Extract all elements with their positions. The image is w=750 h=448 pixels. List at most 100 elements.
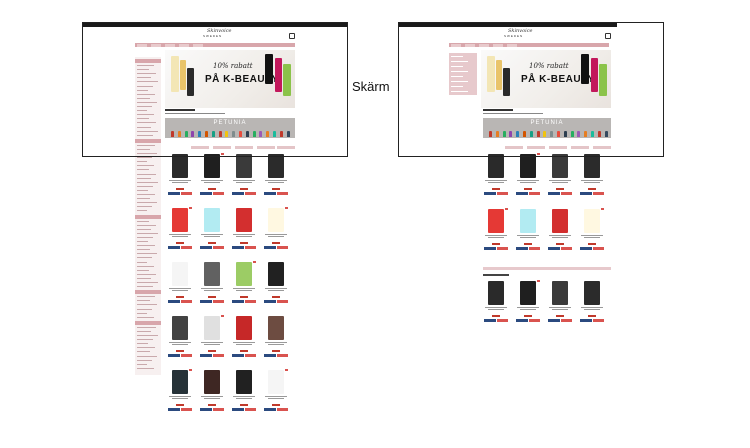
filter-button[interactable] <box>527 146 545 149</box>
sidebar-item[interactable] <box>137 277 151 279</box>
product-card[interactable] <box>483 207 509 251</box>
product-card[interactable] <box>167 152 193 196</box>
buy-button[interactable] <box>232 246 244 249</box>
product-image[interactable] <box>552 209 568 233</box>
product-image[interactable] <box>584 154 600 178</box>
product-image[interactable] <box>236 208 252 232</box>
product-card[interactable] <box>483 152 509 196</box>
product-image[interactable] <box>236 262 252 286</box>
buy-button[interactable] <box>200 300 212 303</box>
sidebar-item[interactable] <box>137 220 149 222</box>
sidebar-item[interactable] <box>137 185 153 187</box>
nav-item[interactable] <box>507 43 517 47</box>
add-to-cart-button[interactable] <box>529 319 540 322</box>
sidebar-item[interactable] <box>137 169 149 171</box>
add-to-cart-button[interactable] <box>245 192 256 195</box>
add-to-cart-button[interactable] <box>245 246 256 249</box>
product-image[interactable] <box>520 209 536 233</box>
product-image[interactable] <box>172 262 188 286</box>
sidebar-item[interactable] <box>137 153 157 154</box>
menu-item[interactable] <box>451 61 468 62</box>
brand-banner[interactable]: PETUNIA <box>483 118 611 138</box>
product-name[interactable] <box>172 344 188 345</box>
product-name[interactable] <box>265 234 287 235</box>
nav-item[interactable] <box>451 43 461 47</box>
buy-button[interactable] <box>264 300 276 303</box>
product-name[interactable] <box>169 180 191 181</box>
menu-item[interactable] <box>451 91 468 92</box>
product-name[interactable] <box>268 236 284 237</box>
sidebar-item[interactable] <box>137 261 147 263</box>
product-name[interactable] <box>520 237 536 238</box>
sidebar-item[interactable] <box>137 339 153 341</box>
product-card[interactable] <box>515 279 541 323</box>
sidebar-item[interactable] <box>137 81 158 83</box>
menu-item[interactable] <box>451 76 463 77</box>
sidebar-item[interactable] <box>137 351 150 353</box>
sidebar-item[interactable] <box>137 326 156 328</box>
product-name[interactable] <box>268 290 284 291</box>
product-name[interactable] <box>488 237 504 238</box>
add-to-cart-button[interactable] <box>213 354 224 357</box>
product-name[interactable] <box>520 182 536 183</box>
product-card[interactable] <box>263 368 289 412</box>
product-name[interactable] <box>265 396 287 397</box>
product-card[interactable] <box>547 279 573 323</box>
product-card[interactable] <box>579 207 605 251</box>
product-image[interactable] <box>268 370 284 394</box>
product-image[interactable] <box>204 208 220 232</box>
buy-button[interactable] <box>168 192 180 195</box>
product-image[interactable] <box>172 316 188 340</box>
sidebar-item[interactable] <box>137 228 151 230</box>
sidebar-item[interactable] <box>137 177 151 179</box>
filter-button[interactable] <box>571 146 589 149</box>
brand-banner[interactable]: PETUNIA <box>165 118 295 138</box>
filter-button[interactable] <box>235 146 253 149</box>
product-card[interactable] <box>263 314 289 358</box>
product-image[interactable] <box>584 281 600 305</box>
add-to-cart-button[interactable] <box>245 300 256 303</box>
buy-button[interactable] <box>516 192 528 195</box>
buy-button[interactable] <box>548 192 560 195</box>
add-to-cart-button[interactable] <box>181 246 192 249</box>
add-to-cart-button[interactable] <box>561 247 572 250</box>
add-to-cart-button[interactable] <box>497 247 508 250</box>
add-to-cart-button[interactable] <box>181 354 192 357</box>
add-to-cart-button[interactable] <box>593 192 604 195</box>
sidebar-item[interactable] <box>137 77 151 79</box>
sidebar-item[interactable] <box>137 118 149 120</box>
buy-button[interactable] <box>264 354 276 357</box>
sidebar-item[interactable] <box>137 300 150 302</box>
product-image[interactable] <box>584 209 600 233</box>
filter-button[interactable] <box>505 146 523 149</box>
product-name[interactable] <box>236 398 252 399</box>
product-card[interactable] <box>231 206 257 250</box>
product-card[interactable] <box>199 314 225 358</box>
product-name[interactable] <box>201 234 223 235</box>
sidebar-item[interactable] <box>137 304 157 306</box>
sidebar-item[interactable] <box>137 249 150 251</box>
menu-item[interactable] <box>451 86 463 87</box>
sidebar-item[interactable] <box>137 343 148 345</box>
buy-button[interactable] <box>200 192 212 195</box>
product-name[interactable] <box>236 344 252 345</box>
sidebar-item[interactable] <box>137 97 150 99</box>
menu-item[interactable] <box>451 56 463 57</box>
menu-item[interactable] <box>451 81 468 82</box>
sidebar-item[interactable] <box>137 269 149 271</box>
product-name[interactable] <box>268 344 284 345</box>
product-card[interactable] <box>167 314 193 358</box>
add-to-cart-button[interactable] <box>213 408 224 411</box>
nav-item[interactable] <box>179 43 189 47</box>
product-image[interactable] <box>520 154 536 178</box>
hero-banner[interactable]: 10% rabatt PÅ K-BEAUTY <box>165 50 295 108</box>
add-to-cart-button[interactable] <box>529 192 540 195</box>
filter-button[interactable] <box>213 146 231 149</box>
product-name[interactable] <box>485 235 507 236</box>
product-card[interactable] <box>483 279 509 323</box>
add-to-cart-button[interactable] <box>277 408 288 411</box>
sidebar-item[interactable] <box>137 122 156 124</box>
product-image[interactable] <box>268 208 284 232</box>
buy-button[interactable] <box>264 192 276 195</box>
filter-button[interactable] <box>191 146 209 149</box>
